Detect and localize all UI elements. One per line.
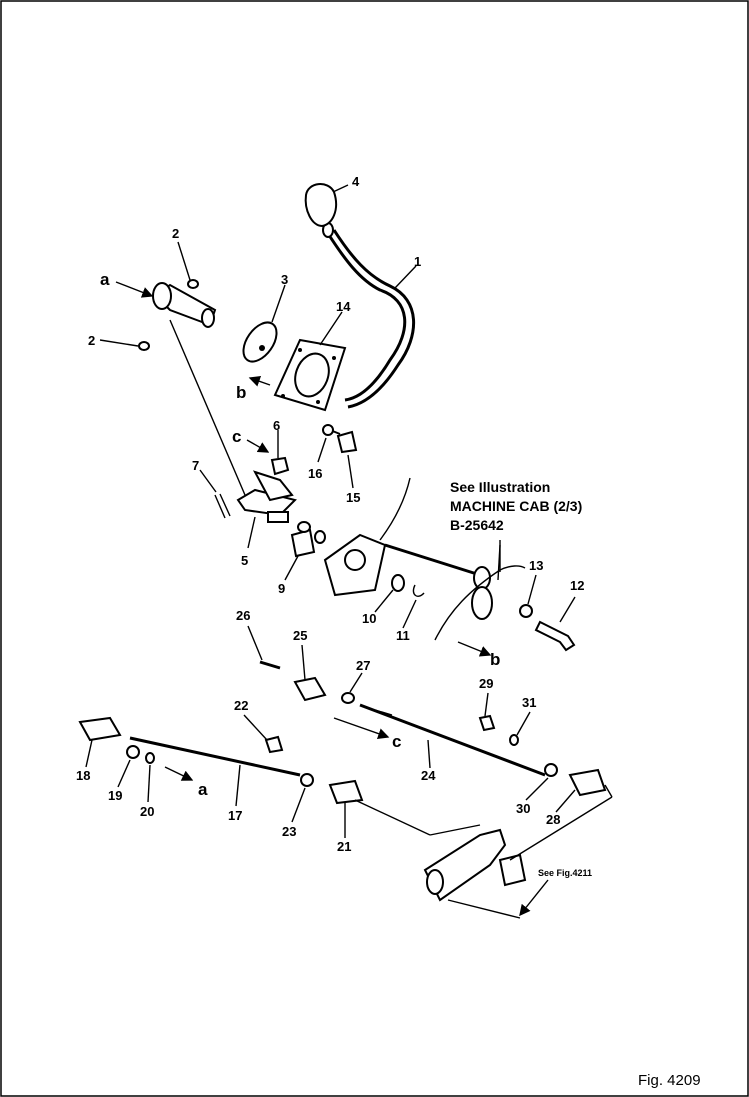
part-labels: 4 1 2 2 3 14 6 7 16 15 5 9 10 11 13 12 2… xyxy=(76,174,584,854)
label-17: 17 xyxy=(228,808,242,823)
label-29: 29 xyxy=(479,676,493,691)
bushing-9 xyxy=(290,528,316,558)
label-18: 18 xyxy=(76,768,90,783)
label-24: 24 xyxy=(421,768,436,783)
label-1: 1 xyxy=(414,254,421,269)
nut-19 xyxy=(126,745,140,759)
bolt-22 xyxy=(264,735,284,754)
letter-c-top: c xyxy=(232,427,241,446)
washer-13 xyxy=(519,604,533,618)
washer-16 xyxy=(322,424,334,436)
label-6: 6 xyxy=(273,418,280,433)
label-11: 11 xyxy=(396,628,410,643)
rod-end-25 xyxy=(293,676,327,702)
label-13: 13 xyxy=(529,558,543,573)
see-fig-note: See Fig.4211 xyxy=(538,868,592,878)
label-26: 26 xyxy=(236,608,250,623)
cotter-7 xyxy=(214,493,231,519)
letter-b-lower: b xyxy=(490,650,500,669)
letter-b-top: b xyxy=(236,383,246,402)
shaft-plate xyxy=(323,477,491,597)
rod-24 xyxy=(359,703,546,777)
letter-a-lower: a xyxy=(198,780,208,799)
nut-23 xyxy=(300,773,314,787)
label-21: 21 xyxy=(337,839,351,854)
pin-6 xyxy=(270,456,290,476)
label-19: 19 xyxy=(108,788,122,803)
label-2-left: 2 xyxy=(88,333,95,348)
bracket-5 xyxy=(236,470,297,523)
label-5: 5 xyxy=(241,553,248,568)
label-27: 27 xyxy=(356,658,370,673)
letter-a-top: a xyxy=(100,270,110,289)
label-4: 4 xyxy=(352,174,360,189)
reference-letters: a b c b c a xyxy=(100,270,500,799)
label-14: 14 xyxy=(336,299,351,314)
bolt-29 xyxy=(478,714,496,732)
cab-note-line3: B-25642 xyxy=(450,517,504,533)
label-3: 3 xyxy=(281,272,288,287)
label-15: 15 xyxy=(346,490,360,505)
leader-lines xyxy=(85,184,576,838)
bracket-14 xyxy=(273,338,347,412)
bolt-12 xyxy=(534,620,576,652)
label-22: 22 xyxy=(234,698,248,713)
label-9: 9 xyxy=(278,581,285,596)
knob-4 xyxy=(304,183,338,228)
label-16: 16 xyxy=(308,466,322,481)
label-30: 30 xyxy=(516,801,530,816)
bolt-15 xyxy=(329,429,358,454)
cab-note-line1: See Illustration xyxy=(450,479,550,495)
label-2-top: 2 xyxy=(172,226,179,241)
lever-assembly xyxy=(304,183,416,409)
label-31: 31 xyxy=(522,695,536,710)
rod-17 xyxy=(129,736,301,777)
label-28: 28 xyxy=(546,812,560,827)
rod-end-28 xyxy=(568,768,607,797)
reference-arrows xyxy=(115,281,492,781)
label-25: 25 xyxy=(293,628,307,643)
label-10: 10 xyxy=(362,611,376,626)
label-23: 23 xyxy=(282,824,296,839)
rod-end-18 xyxy=(78,716,122,742)
pivot-assembly-top xyxy=(138,279,217,351)
rod-end-21 xyxy=(328,779,364,805)
nut-27 xyxy=(341,692,355,704)
cab-wall xyxy=(434,544,526,641)
label-7: 7 xyxy=(192,458,199,473)
bell-crank xyxy=(354,784,613,919)
washer-3 xyxy=(242,321,278,363)
cab-note-line2: MACHINE CAB (2/3) xyxy=(450,498,582,514)
cab-note: See Illustration MACHINE CAB (2/3) B-256… xyxy=(450,479,582,533)
label-20: 20 xyxy=(140,804,154,819)
label-12: 12 xyxy=(570,578,584,593)
washer-20 xyxy=(145,752,155,764)
washer-10 xyxy=(391,574,405,592)
washer-31 xyxy=(509,734,519,746)
figure-label: Fig. 4209 xyxy=(638,1072,701,1089)
letter-c-lower: c xyxy=(392,732,401,751)
bolt-26 xyxy=(259,660,281,670)
snap-ring-11 xyxy=(412,584,425,597)
nut-30 xyxy=(544,763,558,777)
